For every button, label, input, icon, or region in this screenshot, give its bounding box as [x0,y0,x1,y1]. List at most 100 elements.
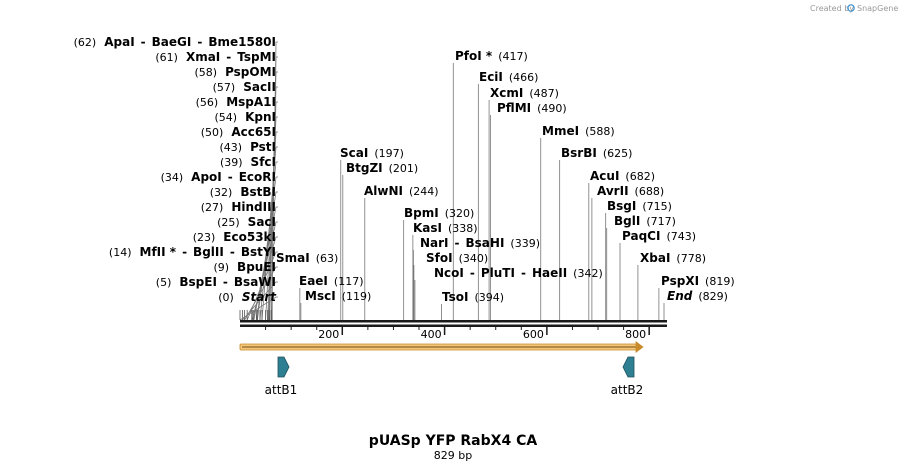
feature-attb1: attB1 [265,356,298,397]
site-label-row: AlwNI(244) [364,184,439,198]
site-position: (32) [210,186,233,199]
site-position: (39) [220,156,243,169]
site-labels: (62)ApaI-BaeGI-Bme1580I(61)XmaI-TspMI(58… [74,35,735,304]
enzyme-name: AcuI [590,169,619,183]
enzyme-name: EaeI [299,274,328,288]
site-position: (340) [459,252,489,265]
site-position: (819) [705,275,735,288]
site-position: (201) [389,162,419,175]
leader-lines [239,41,665,321]
feature-arrow-icon [622,356,635,378]
site-label-row: BsgI (715) [607,199,672,213]
enzyme-name: BsaHI [466,236,505,250]
site-leader-line [267,116,278,321]
site-label-row: (32)BstBI [210,185,276,199]
site-separator: - [182,245,187,259]
credit: Created by SnapGene [810,4,898,13]
site-label-row: BpmI(320) [404,206,474,220]
enzyme-name: SfcI [251,155,276,169]
enzyme-name: HindIII [231,200,276,214]
ruler-tick-label: 200 [318,328,339,341]
site-position: (342) [573,267,603,280]
site-leader-line [268,101,278,321]
enzyme-name: TsoI [442,290,468,304]
site-label-row: PfoI *(417) [455,49,528,63]
site-label-row: EaeI (117) [299,274,364,288]
site-label-row: PaqCI (743) [622,229,696,243]
site-leader-line [251,236,278,321]
site-position: (625) [603,147,633,160]
site-position: (588) [585,125,615,138]
feature-attb2: attB2 [611,356,644,397]
enzyme-name: PstI [250,140,276,154]
enzyme-name: XbaI [640,251,670,265]
backbone [240,320,667,327]
site-label-row: (14)MfII *-BglII-BstYI [109,245,276,259]
site-separator: - [223,275,228,289]
site-label-row: BtgZI(201) [346,161,418,175]
site-label-row: (54)KpnI [215,110,277,124]
site-separator: - [197,35,202,49]
site-position: (715) [642,200,672,213]
enzyme-name: NcoI [434,266,464,280]
site-separator: - [230,245,235,259]
site-label-row: (9) BpuEI [213,260,276,274]
enzyme-name: XcmI [490,86,523,100]
feature-label: attB1 [265,383,298,397]
site-position: (743) [666,230,696,243]
site-position: (54) [215,111,238,124]
ruler-tick-label: 400 [421,328,442,341]
feature-label: attB2 [611,383,644,397]
site-position: (717) [646,215,676,228]
map-title: pUASp YFP RabX4 CA [369,433,538,449]
site-position: (117) [334,275,364,288]
site-separator: - [521,266,526,280]
enzyme-name: NarI [420,236,449,250]
site-label-row: XbaI(778) [640,251,706,265]
enzyme-name: BsrBI [561,146,597,160]
enzyme-name: XmaI [186,50,220,64]
enzyme-name: BaeGI [152,35,192,49]
site-separator: - [141,35,146,49]
site-label-row: (50)Acc65I [201,125,276,139]
enzyme-name: ApaI [104,35,134,49]
site-label-row: SfoI(340) [426,251,488,265]
site-leader-line [244,266,278,321]
site-label-row: TsoI(394) [442,290,504,304]
site-leader-line [246,251,278,321]
site-position: (61) [155,51,178,64]
enzyme-name: BpuEI [237,260,276,274]
site-label-row: KasI(338) [413,221,478,235]
backbone-strand-top [240,320,667,323]
enzyme-name: PfoI * [455,49,493,63]
enzyme-name: TspMI [237,50,276,64]
enzyme-name: ScaI [340,146,368,160]
site-position: (57) [213,81,236,94]
enzyme-name: MscI [305,289,336,303]
ruler-tick-label: 800 [625,328,646,341]
enzyme-name: BsaWI [234,275,276,289]
enzyme-name: SmaI [276,251,310,265]
site-label-row: (34)ApoI-EcoRI [161,170,276,184]
site-label-row: (25)SacI [217,215,276,229]
enzyme-name: EcoRI [239,170,276,184]
orf-arrowhead [635,341,644,353]
enzyme-name: PaqCI [622,229,660,243]
site-leader-line [239,296,278,321]
site-position: (9) [213,261,229,274]
site-position: (197) [374,147,404,160]
site-leader-line [265,131,278,321]
site-leader-line [253,206,278,321]
site-position: (27) [201,201,224,214]
enzyme-name: Bme1580I [208,35,276,49]
site-label-row: (0)Start [218,290,277,304]
enzyme-name: BsgI [607,199,636,213]
site-position: (50) [201,126,224,139]
site-label-row: SmaI(63) [276,251,338,265]
site-label-row: ScaI (197) [340,146,404,160]
site-position: (43) [219,141,242,154]
site-label-row: MscI(119) [305,289,371,303]
site-label-row: (23)Eco53kI [193,230,276,244]
backbone-strand-bottom [240,324,667,327]
